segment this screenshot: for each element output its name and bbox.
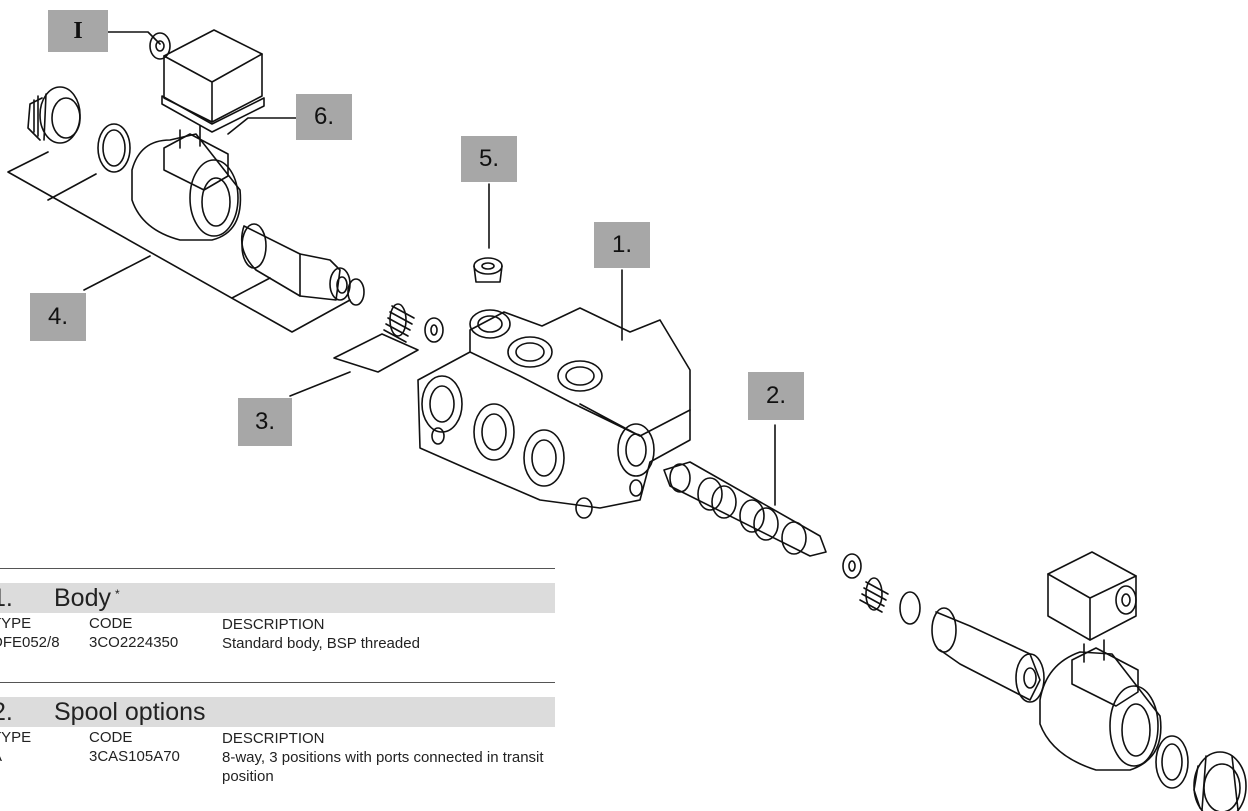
callout-1: 1. <box>594 222 650 268</box>
nut-left <box>27 86 81 144</box>
section-heading: 2. Spool options <box>0 697 555 727</box>
col-type-header: TYPE <box>0 729 32 746</box>
table-row: DFE052/8 3CO2224350 Standard body, BSP t… <box>0 634 555 653</box>
oring-small-left <box>347 278 365 306</box>
callout-4: 4. <box>30 293 86 341</box>
cell-code: 3CO2224350 <box>89 634 179 651</box>
section-heading: 1. Body* <box>0 583 555 613</box>
leader-I <box>107 31 161 45</box>
section-title: Spool options <box>54 697 206 726</box>
washer-left <box>424 317 444 343</box>
cell-type: A <box>0 748 2 765</box>
nut-right <box>1193 751 1247 811</box>
washer-right <box>842 553 862 579</box>
table-header-row: TYPE CODE DESCRIPTION <box>0 615 555 634</box>
callout-6: 6. <box>296 94 352 140</box>
leader-4 <box>83 255 151 291</box>
leader-3 <box>289 371 351 397</box>
section-rule <box>0 568 555 569</box>
parts-table: TYPE CODE DESCRIPTION A 3CAS105A70 8-way… <box>0 729 555 788</box>
plug-5 <box>473 257 503 283</box>
section-number: 1. <box>0 583 13 612</box>
parts-table: TYPE CODE DESCRIPTION DFE052/8 3CO222435… <box>0 615 555 653</box>
table-row: A 3CAS105A70 8-way, 3 positions with por… <box>0 748 555 788</box>
section-body: 1. Body* TYPE CODE DESCRIPTION DFE052/8 … <box>0 568 555 653</box>
section-number: 2. <box>0 697 13 726</box>
cell-type: DFE052/8 <box>0 634 60 651</box>
callout-3: 3. <box>238 398 292 446</box>
valve-body <box>417 307 691 519</box>
spool <box>663 461 827 557</box>
tube-left <box>240 223 351 301</box>
leader-6 <box>227 117 297 135</box>
tube-right <box>931 607 1045 703</box>
col-type-header: TYPE <box>0 615 32 632</box>
cell-code: 3CAS105A70 <box>89 748 180 765</box>
coil-left <box>131 125 242 241</box>
cell-description: Standard body, BSP threaded <box>222 635 420 652</box>
bracket-4 <box>7 151 351 333</box>
coil-right <box>1039 639 1162 771</box>
oring-left <box>97 123 131 173</box>
table-header-row: TYPE CODE DESCRIPTION <box>0 729 555 748</box>
col-description-header: DESCRIPTION <box>222 616 325 633</box>
callout-I: I <box>48 10 108 52</box>
col-code-header: CODE <box>89 729 133 746</box>
callout-2: 2. <box>748 372 804 420</box>
oring-small-right <box>899 591 921 625</box>
footnote-mark: * <box>114 586 120 601</box>
callout-5: 5. <box>461 136 517 182</box>
section-title: Body* <box>54 583 120 612</box>
spring-left <box>383 303 415 343</box>
oring-right <box>1155 735 1189 789</box>
bracket-3 <box>333 333 419 373</box>
spring-right <box>859 577 889 613</box>
section-rule <box>0 682 555 683</box>
connector-top <box>149 29 265 133</box>
section-spool-options: 2. Spool options TYPE CODE DESCRIPTION A… <box>0 682 555 788</box>
cell-description: 8-way, 3 positions with ports connected … <box>222 749 544 785</box>
col-code-header: CODE <box>89 615 133 632</box>
connector-right <box>1047 551 1137 641</box>
col-description-header: DESCRIPTION <box>222 730 325 747</box>
